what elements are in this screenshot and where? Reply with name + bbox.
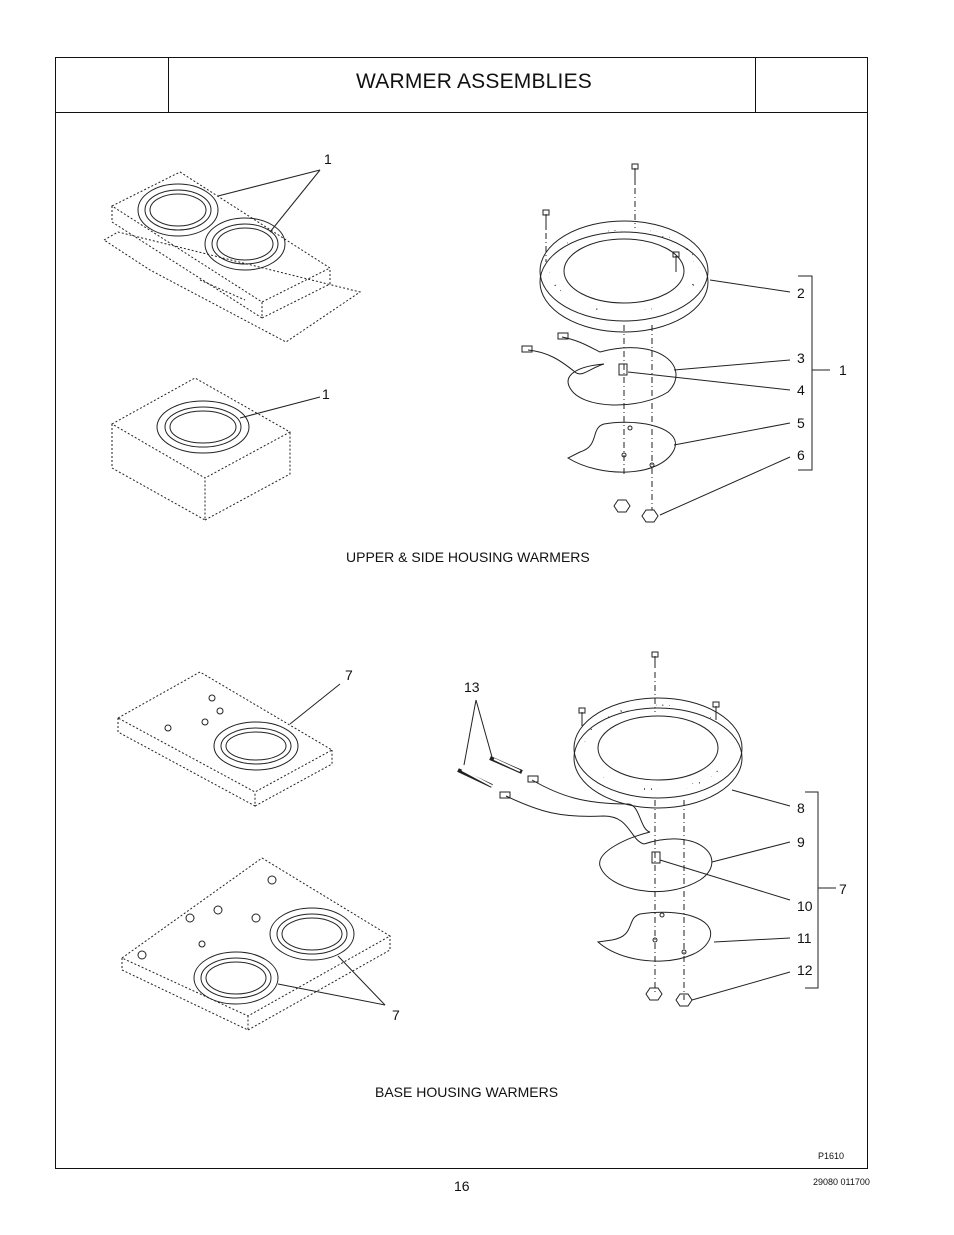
page-frame: WARMER ASSEMBLIES [55,57,868,1169]
reflector-icon [566,421,676,473]
nut-icon [641,509,659,523]
callout-base-reflector: 11 [797,930,812,946]
nut-icon [675,993,693,1007]
document-code: 29080 011700 [813,1177,870,1187]
callout-element: 3 [797,350,805,366]
base-exploded-assembly [457,651,836,1007]
title-block-right-cell [755,58,867,112]
burner-ring-icon [156,400,250,454]
screw-icon [578,707,586,726]
burner-ring-icon [137,183,219,237]
screw-icon [542,209,550,230]
callout-ring: 2 [797,285,805,301]
callout-top-housing: 1 [324,151,332,167]
element-icon [499,775,713,892]
callout-base-element: 9 [797,834,805,850]
nut-icon [613,499,631,513]
callout-stud: 4 [797,382,805,398]
figure-id: P1610 [818,1151,845,1161]
callout-base-double-housing: 7 [392,1007,400,1023]
upper-exploded-assembly [521,163,830,523]
side-housing-drawing [110,377,321,521]
callout-wire-sleeves: 13 [464,679,480,695]
callout-nut: 6 [797,447,805,463]
burner-ring-icon [213,721,299,771]
title-block: WARMER ASSEMBLIES [56,58,867,113]
wire-sleeve-icon [457,756,523,788]
ring-icon [573,697,743,809]
upper-housing-drawing [103,169,362,343]
reflector-icon [596,911,712,962]
base-single-housing-drawing [116,671,341,807]
screw-icon [672,251,680,272]
burner-ring-icon [269,907,355,961]
element-icon [521,332,677,406]
page-number: 16 [454,1178,470,1194]
callout-upper-assembly: 1 [839,362,847,378]
nut-icon [645,987,663,1001]
screw-icon [651,651,659,668]
burner-ring-icon [193,951,279,1005]
title-block-left-cell [56,58,169,112]
upper-caption: UPPER & SIDE HOUSING WARMERS [346,549,590,565]
callout-base-nut: 12 [797,962,813,978]
callout-reflector: 5 [797,415,805,431]
page-title: WARMER ASSEMBLIES [356,70,593,93]
base-double-housing-drawing [121,857,391,1031]
callout-base-assembly: 7 [839,881,847,897]
callout-side-housing: 1 [322,386,330,402]
base-caption: BASE HOUSING WARMERS [375,1084,559,1100]
burner-ring-icon [204,217,286,271]
screw-icon [712,701,720,720]
callout-base-single-housing: 7 [345,667,353,683]
ring-icon [539,220,709,333]
screw-icon [631,163,639,185]
callout-base-stud: 10 [797,898,813,914]
callout-base-ring: 8 [797,800,805,816]
